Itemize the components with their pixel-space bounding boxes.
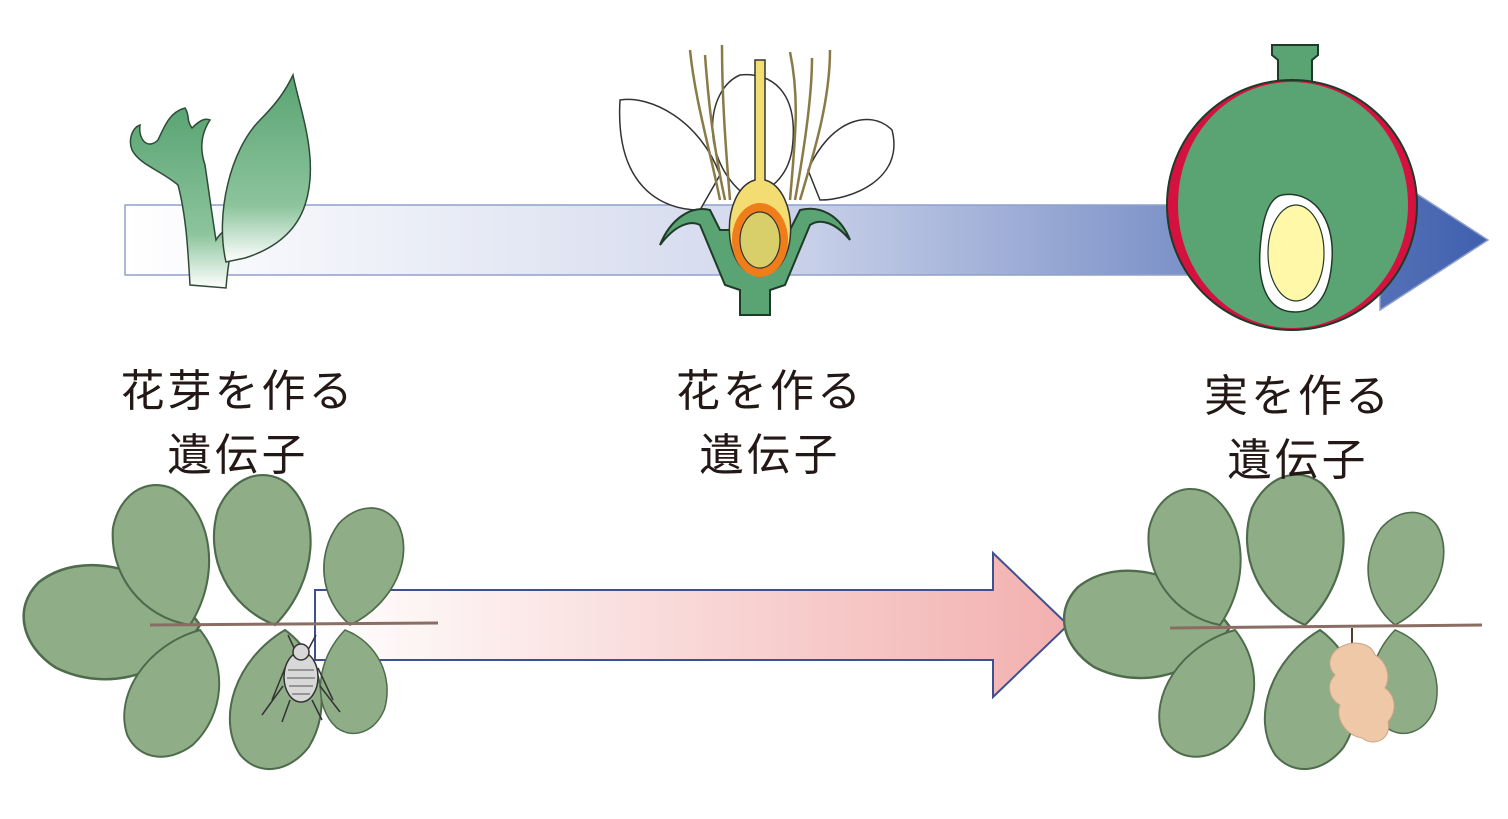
flower-gene-label: 花を作る 遺伝子	[630, 360, 910, 488]
fruit-gene-label-line2: 遺伝子	[1227, 435, 1369, 486]
leaf-branch-with-gall-icon	[1062, 467, 1483, 775]
fruit-cross-section-icon	[1166, 44, 1418, 331]
fruit-gene-label: 実を作る 遺伝子	[1158, 365, 1438, 493]
flower-gene-label-line1: 花を作る	[676, 366, 864, 417]
bud-gene-label-line1: 花芽を作る	[120, 366, 356, 417]
fruit-gene-label-line1: 実を作る	[1204, 371, 1392, 422]
flower-gene-label-line2: 遺伝子	[699, 430, 841, 481]
bottom-arrow	[314, 550, 1070, 700]
flower-cross-section-icon	[618, 44, 895, 316]
bud-sprout-icon	[129, 72, 312, 289]
bud-gene-label-line2: 遺伝子	[167, 430, 309, 481]
leaf-branch-with-aphid-icon	[22, 466, 439, 775]
bud-gene-label: 花芽を作る 遺伝子	[98, 360, 378, 488]
